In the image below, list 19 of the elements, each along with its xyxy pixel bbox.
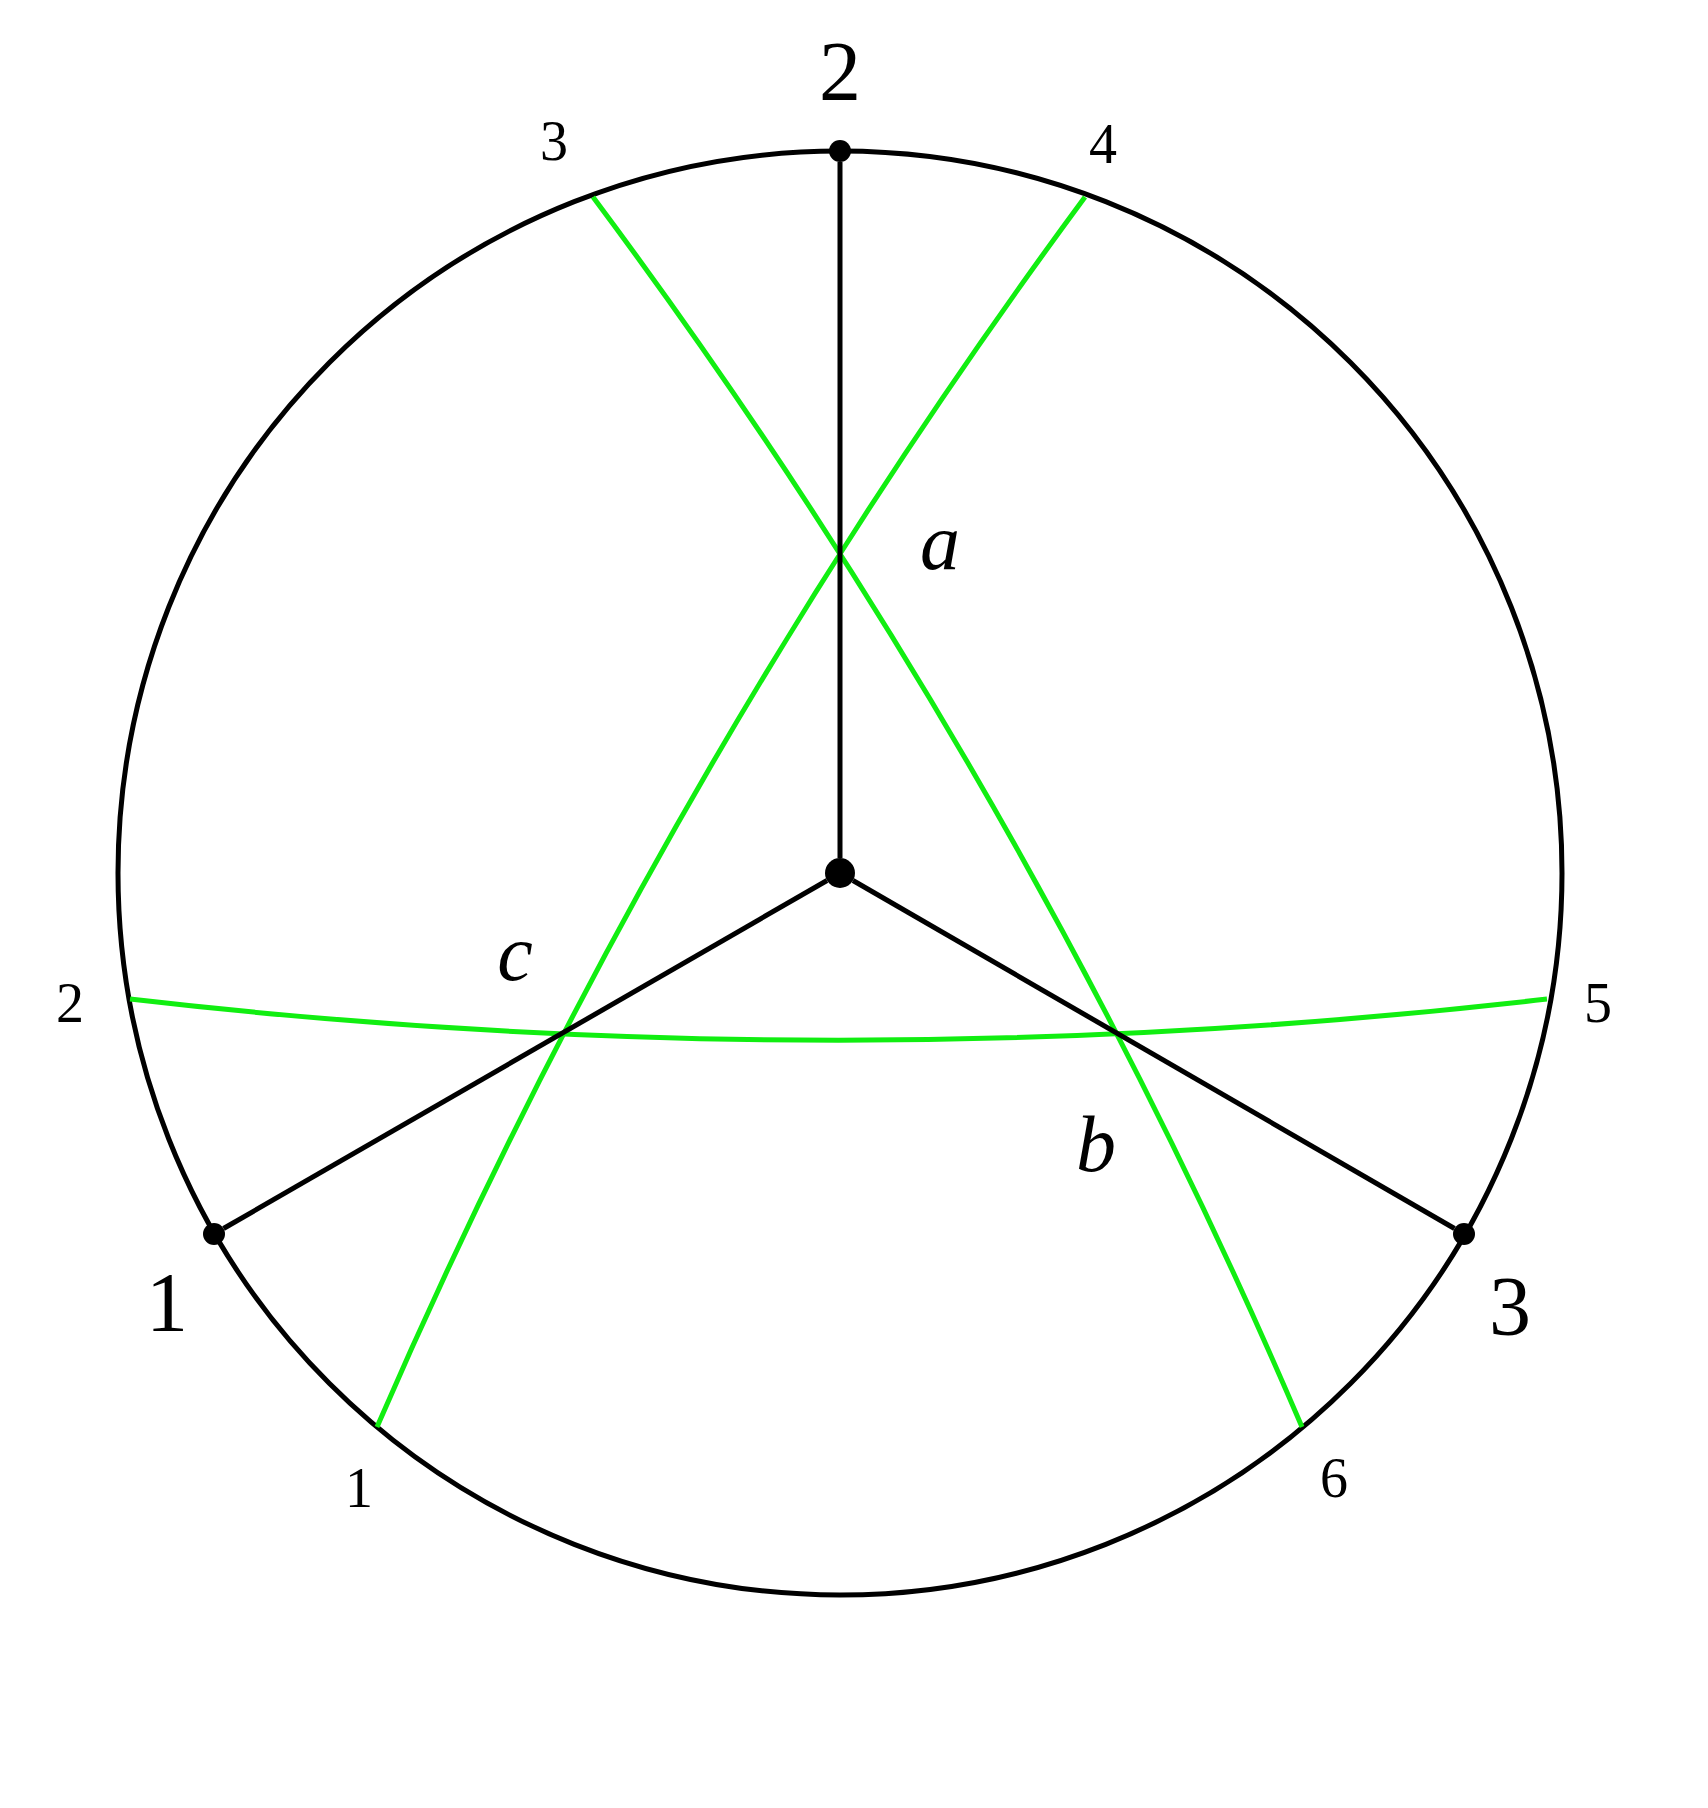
edge-line [222,878,829,1231]
endpoint-number: 3 [540,113,568,169]
vertex-dot [825,858,855,888]
intersection-label: a [920,502,960,582]
vertex-dot [1453,1223,1475,1245]
edge-line [837,162,843,858]
endpoint-number: 1 [345,1460,373,1516]
intersection-label: b [1076,1104,1116,1184]
vertex-dot [203,1223,225,1245]
endpoint-number: 2 [56,975,84,1031]
endpoint-number: 5 [1584,975,1612,1031]
edge-line [851,878,1456,1231]
endpoint-number: 4 [1089,116,1117,172]
intersection-label: c [497,913,533,993]
vertex-label: 3 [1489,1265,1531,1349]
endpoint-number: 6 [1320,1450,1348,1506]
vertex-dot [829,140,851,162]
vertex-label: 2 [819,30,861,114]
vertex-label: 1 [146,1261,188,1345]
